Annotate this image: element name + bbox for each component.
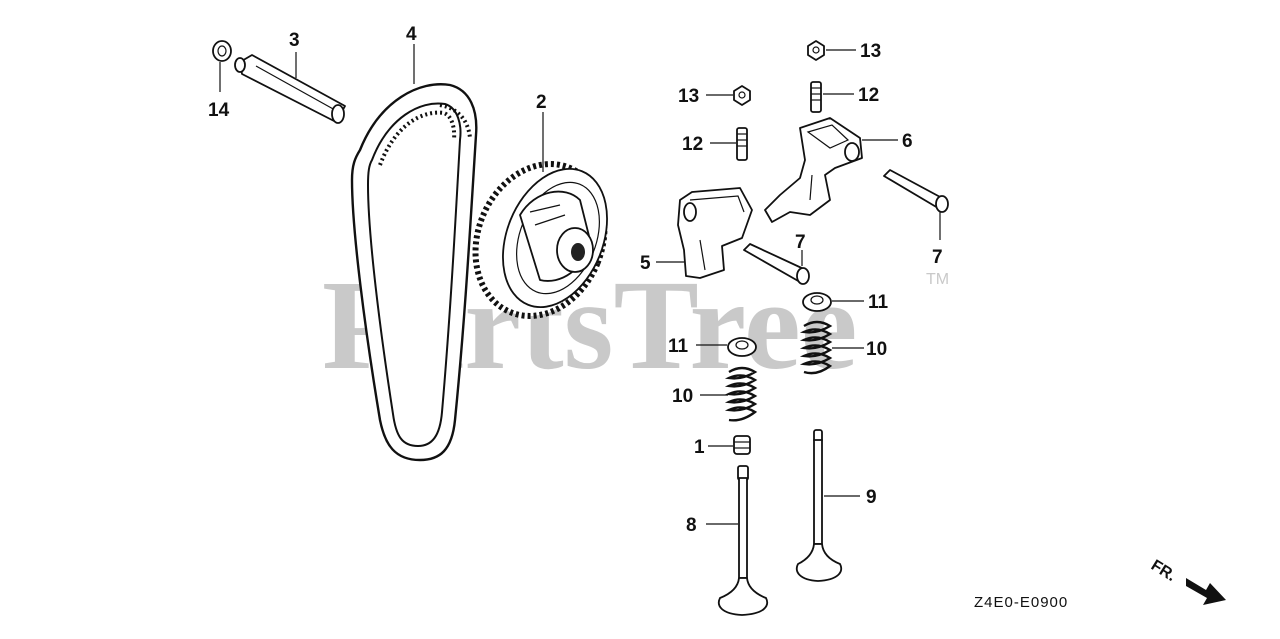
callout-2[interactable]: 2 (536, 92, 547, 113)
part-intake-valve[interactable] (718, 465, 768, 616)
arrow-down-right-icon (1186, 578, 1226, 605)
callout-11a[interactable]: 11 (668, 336, 689, 357)
callout-10b[interactable]: 10 (866, 339, 887, 360)
callout-13a[interactable]: 13 (678, 86, 699, 107)
part-rocker-arm-right[interactable] (764, 117, 863, 223)
part-stud-upper[interactable] (810, 81, 822, 113)
callout-11b[interactable]: 11 (868, 292, 889, 313)
part-retainer-left[interactable] (727, 337, 757, 357)
callout-10a[interactable]: 10 (672, 386, 693, 407)
callout-6[interactable]: 6 (902, 131, 913, 152)
watermark-trademark: TM (926, 271, 949, 288)
part-rocker-arm-left[interactable] (677, 187, 753, 279)
part-spring-right[interactable] (799, 320, 833, 375)
callout-7b[interactable]: 7 (932, 247, 943, 268)
front-direction-indicator: FR. (1148, 557, 1226, 605)
callout-12b[interactable]: 12 (858, 85, 879, 106)
part-pivot-center[interactable] (743, 243, 810, 285)
direction-label: FR. (1148, 557, 1179, 585)
callout-4[interactable]: 4 (406, 24, 417, 45)
callout-8[interactable]: 8 (686, 515, 697, 536)
part-cam-pulley[interactable] (453, 144, 626, 335)
callout-9[interactable]: 9 (866, 487, 877, 508)
callout-5[interactable]: 5 (640, 253, 651, 274)
part-stud-left[interactable] (736, 127, 748, 161)
part-pivot-right[interactable] (883, 169, 949, 213)
callout-12a[interactable]: 12 (682, 134, 703, 155)
part-nut-left[interactable] (733, 85, 751, 106)
callout-7a[interactable]: 7 (795, 232, 806, 253)
callout-3[interactable]: 3 (289, 30, 300, 51)
part-camshaft[interactable] (234, 54, 346, 124)
part-spring-left[interactable] (724, 366, 758, 422)
part-stem-seal[interactable] (733, 435, 751, 455)
part-o-ring[interactable] (212, 40, 232, 62)
part-timing-belt[interactable] (350, 83, 478, 462)
callout-1[interactable]: 1 (694, 437, 705, 458)
diagram-code: Z4E0-E0900 (974, 594, 1068, 611)
part-retainer-right[interactable] (802, 292, 832, 312)
callout-13b[interactable]: 13 (860, 41, 881, 62)
part-exhaust-valve[interactable] (796, 429, 842, 582)
part-nut-upper[interactable] (807, 40, 825, 61)
callout-14[interactable]: 14 (208, 100, 230, 121)
